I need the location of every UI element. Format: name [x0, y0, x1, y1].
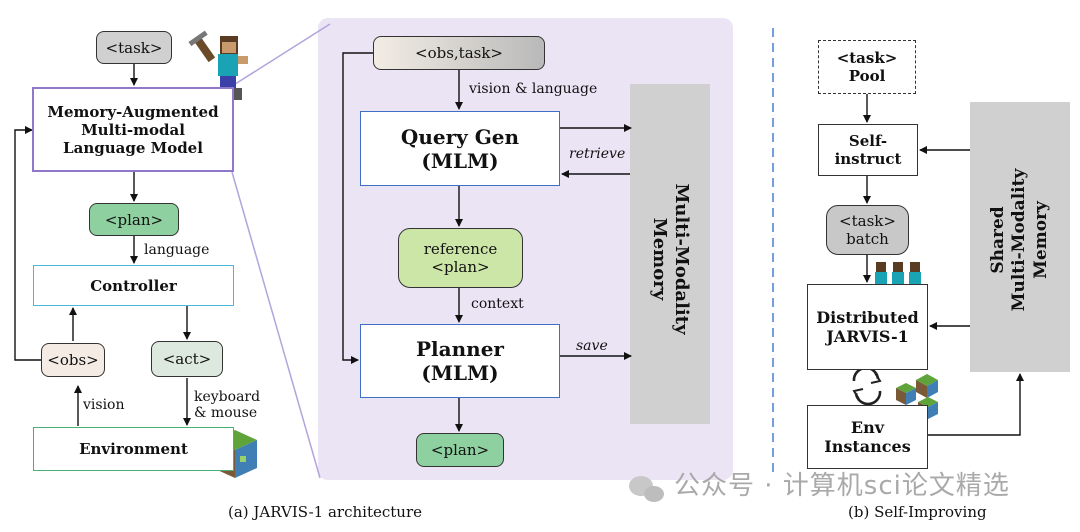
- save-label: save: [576, 338, 608, 354]
- middle-plan-box: <plan>: [416, 433, 504, 467]
- zoom-line-bottom: [231, 171, 321, 479]
- keyboard-mouse-label: keyboard & mouse: [194, 389, 261, 422]
- left-plan-box: <plan>: [89, 203, 179, 236]
- vision-language-label: vision & language: [469, 81, 598, 97]
- watermark-text: 公众号 · 计算机sci论文精选: [674, 471, 1010, 501]
- controller-box: Controller: [33, 265, 234, 306]
- distributed-jarvis-label: Distributed JARVIS-1: [816, 307, 919, 346]
- multi-modality-memory-bar: [630, 84, 710, 424]
- middle-plan-label: <plan>: [430, 441, 490, 459]
- wechat-icon: [629, 476, 664, 502]
- task-batch-label: <task> batch: [839, 212, 896, 248]
- task-pool-box: <task> Pool: [818, 40, 916, 94]
- act-box: <act>: [151, 341, 223, 377]
- task-batch-box: <task> batch: [826, 205, 909, 255]
- query-gen-box: Query Gen (MLM): [360, 111, 560, 186]
- env-blocks-icon: [896, 374, 938, 419]
- caption-right: (b) Self-Improving: [848, 503, 987, 521]
- query-gen-label: Query Gen (MLM): [400, 124, 520, 173]
- reference-plan-label: reference <plan>: [423, 240, 498, 276]
- controller-label: Controller: [90, 276, 177, 295]
- left-task-label: <task>: [105, 38, 163, 57]
- distributed-jarvis-box: Distributed JARVIS-1: [807, 284, 928, 370]
- task-pool-label: <task> Pool: [836, 49, 898, 85]
- shared-memory-label: Shared Multi-Modality Memory: [985, 105, 1055, 375]
- mlm-label: Memory-Augmented Multi-modal Language Mo…: [47, 102, 219, 157]
- left-task-box: <task>: [96, 31, 172, 64]
- zoom-line-top: [231, 23, 331, 87]
- multi-modality-memory-text: Multi-Modality Memory: [649, 183, 693, 335]
- language-label: language: [144, 242, 210, 258]
- obs-label: <obs>: [47, 351, 99, 369]
- planner-label: Planner (MLM): [416, 337, 504, 385]
- mlm-box: Memory-Augmented Multi-modal Language Mo…: [32, 87, 234, 172]
- arrow-env-to-memory: [928, 373, 1024, 436]
- shared-memory-bar: [970, 102, 1070, 372]
- left-plan-label: <plan>: [104, 210, 164, 229]
- shared-memory-text: Shared Multi-Modality Memory: [988, 168, 1051, 312]
- environment-label: Environment: [79, 440, 188, 458]
- vision-label: vision: [83, 397, 125, 413]
- reference-plan-box: reference <plan>: [398, 228, 523, 288]
- context-label: context: [471, 296, 524, 312]
- cycle-icon: [852, 366, 882, 406]
- obs-task-label: <obs,task>: [415, 44, 503, 62]
- caption-left: (a) JARVIS-1 architecture: [228, 503, 422, 521]
- arrow-obs-to-planner: [342, 52, 373, 364]
- retrieve-label: retrieve: [569, 146, 626, 162]
- obs-task-box: <obs,task>: [373, 36, 545, 70]
- multi-modality-memory-label: Multi-Modality Memory: [645, 119, 695, 399]
- obs-box: <obs>: [41, 343, 105, 377]
- act-label: <act>: [162, 350, 212, 368]
- arrow-obs-feedback-loop: [14, 126, 41, 361]
- environment-box: Environment: [33, 427, 234, 471]
- self-instruct-label: Self- instruct: [834, 132, 902, 168]
- env-instances-box: Env Instances: [807, 405, 928, 469]
- env-instances-label: Env Instances: [824, 417, 911, 456]
- planner-box: Planner (MLM): [360, 324, 560, 398]
- self-instruct-box: Self- instruct: [818, 124, 918, 176]
